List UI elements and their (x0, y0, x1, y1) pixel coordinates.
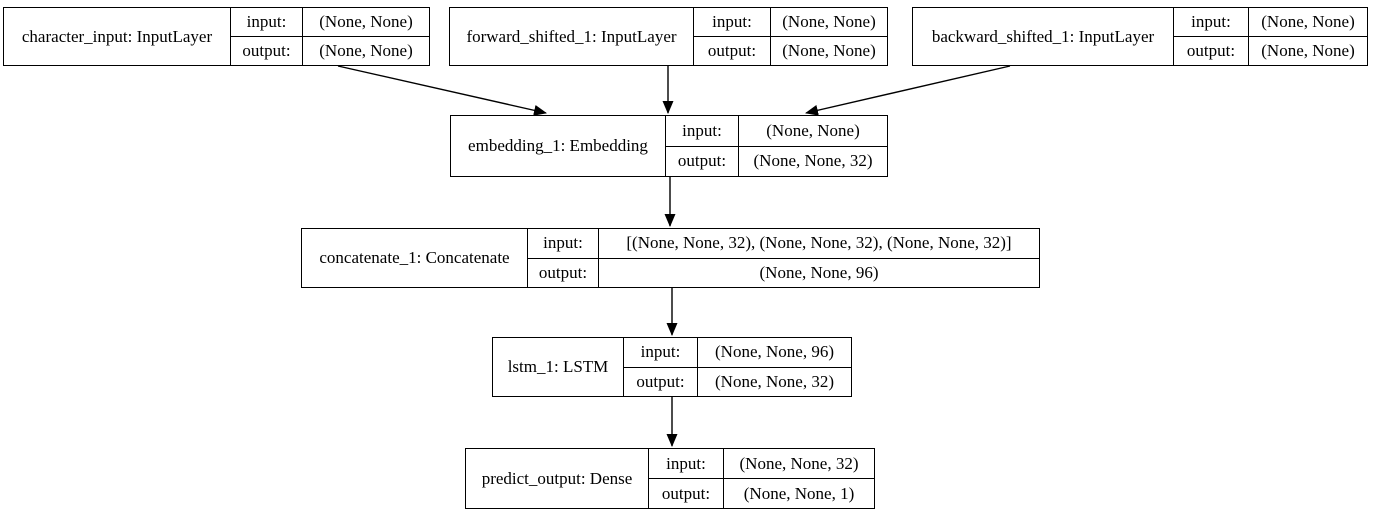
output-label: output: (528, 258, 599, 287)
node-predict-output: predict_output: Dense input: (None, None… (465, 448, 875, 509)
input-label: input: (231, 8, 303, 36)
layer-name: concatenate_1: Concatenate (302, 229, 528, 287)
output-label: output: (1174, 37, 1249, 65)
output-shape: (None, None) (782, 41, 876, 60)
input-shape: (None, None) (1261, 12, 1355, 31)
layer-name: predict_output: Dense (466, 449, 649, 508)
node-embedding-1: embedding_1: Embedding input: (None, Non… (450, 115, 888, 177)
output-label: output: (666, 146, 739, 176)
edge-backward_shifted_1-to-embedding_1 (805, 65, 1011, 116)
input-shape: (None, None, 32) (739, 453, 859, 473)
node-concatenate-1: concatenate_1: Concatenate input: [(None… (301, 228, 1040, 288)
output-shape: (None, None) (1261, 41, 1355, 60)
output-shape: (None, None) (319, 41, 413, 60)
node-forward-shifted-1: forward_shifted_1: InputLayer input: (No… (449, 7, 888, 66)
input-label: input: (1174, 8, 1249, 36)
input-label: input: (694, 8, 771, 36)
input-shape: (None, None) (782, 12, 876, 31)
input-label: input: (649, 449, 724, 478)
output-label: output: (624, 367, 698, 396)
layer-name: forward_shifted_1: InputLayer (450, 8, 694, 65)
edge-character_input-to-embedding_1 (337, 65, 547, 116)
node-lstm-1: lstm_1: LSTM input: (None, None, 96) out… (492, 337, 852, 397)
output-label: output: (694, 37, 771, 65)
output-shape: (None, None, 32) (715, 371, 834, 391)
input-shape: [(None, None, 32), (None, None, 32), (No… (626, 233, 1012, 253)
layer-name: backward_shifted_1: InputLayer (913, 8, 1174, 65)
layer-name: lstm_1: LSTM (493, 338, 624, 396)
layer-name: character_input: InputLayer (4, 8, 231, 65)
input-label: input: (528, 229, 599, 258)
input-shape: (None, None) (319, 12, 413, 31)
layer-name: embedding_1: Embedding (451, 116, 666, 176)
input-label: input: (666, 116, 739, 146)
output-shape: (None, None, 96) (759, 262, 879, 282)
output-shape: (None, None, 32) (753, 151, 873, 171)
input-shape: (None, None) (766, 120, 860, 140)
output-label: output: (649, 479, 724, 508)
node-backward-shifted-1: backward_shifted_1: InputLayer input: (N… (912, 7, 1368, 66)
input-shape: (None, None, 96) (715, 342, 834, 362)
output-label: output: (231, 37, 303, 65)
node-character-input: character_input: InputLayer input: (None… (3, 7, 430, 66)
output-shape: (None, None, 1) (743, 483, 855, 503)
input-label: input: (624, 338, 698, 367)
